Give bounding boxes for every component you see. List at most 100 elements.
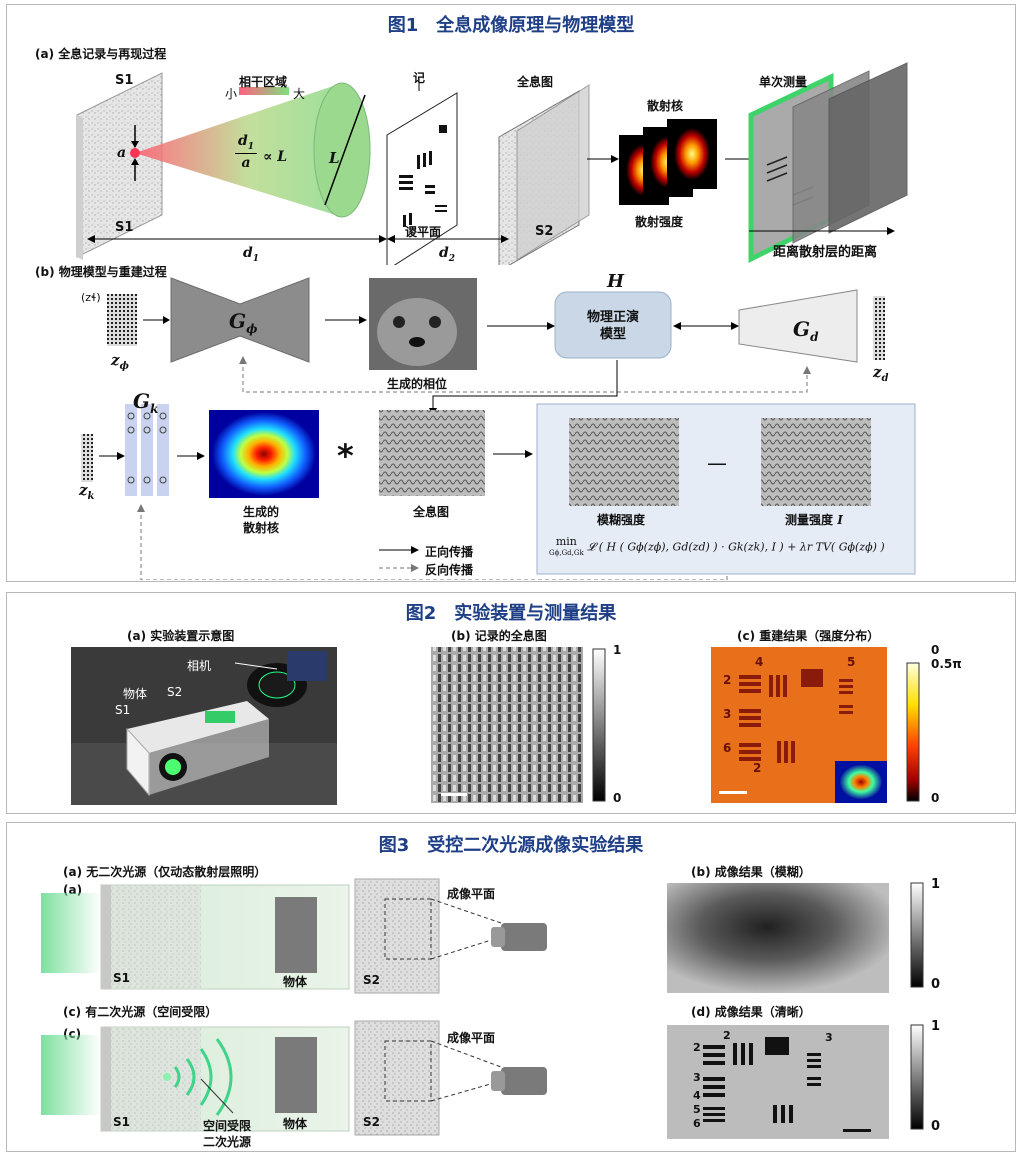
intensity-label: 散射强度	[635, 215, 684, 229]
recorded-hologram-image	[431, 647, 583, 803]
s2-label: S2	[535, 224, 554, 239]
z-d-label: zd	[873, 363, 889, 384]
object-label: 物体	[123, 687, 148, 701]
d1-sym: d	[243, 245, 253, 261]
s2-photo-label: S2	[167, 685, 183, 699]
d1-sub: 1	[252, 253, 260, 264]
fig3-plane-c: 成像平面	[447, 1031, 496, 1045]
fig3-d-cb-min: 0	[931, 1119, 941, 1134]
fig3-num-4: 4	[693, 1089, 701, 1102]
ratio-a: a	[241, 154, 251, 171]
secondary-source-waves	[173, 1038, 233, 1116]
fig3-s2-c: S2	[363, 1115, 380, 1129]
z-d-sub: d	[881, 373, 889, 384]
target-num-2a: 2	[723, 673, 732, 687]
ji-label: 记	[413, 71, 426, 85]
g-k-sub: k	[150, 402, 159, 416]
figure-3-title: 图3 受控二次光源成像实验结果	[378, 835, 644, 856]
object-c	[275, 1037, 317, 1113]
generated-phase-label: 生成的相位	[387, 377, 448, 391]
fig3-object-c: 物体	[283, 1117, 308, 1131]
clear-result-bars	[703, 1043, 883, 1133]
fig3-num-2b: 2	[723, 1029, 731, 1042]
fig3-num-2: 2	[693, 1041, 701, 1054]
s2-plate-c	[354, 1020, 440, 1136]
fig3-s1-a: S1	[113, 971, 130, 985]
forward-label: 正向传播	[425, 545, 474, 559]
object-a	[275, 897, 317, 973]
loss-min-sub: Gϕ,Gd,Gk	[549, 549, 584, 557]
figure-3-panel: 图3 受控二次光源成像实验结果 (a) 无二次光源（仅动态散射层照明） (c) …	[6, 822, 1016, 1152]
g-k-network	[125, 404, 169, 496]
measured-text: 测量强度	[785, 513, 834, 527]
fig3-num-3b: 3	[825, 1031, 833, 1044]
fig2-c-cb-top: 0	[931, 643, 940, 657]
fig3-b-colorbar	[910, 882, 924, 988]
d2-label: d2	[439, 245, 455, 264]
kernel-stack	[619, 119, 717, 205]
fig2-graphics	[71, 647, 920, 805]
blurred-intensity-image	[569, 418, 679, 506]
z-d-bar	[873, 296, 885, 360]
fig1-b-diagram	[81, 277, 916, 580]
backward-label: 反向传播	[425, 563, 474, 577]
g-phi-sym: G	[229, 309, 247, 333]
minus-sign: —	[707, 451, 727, 475]
reconstruction-bars	[729, 675, 879, 785]
target-num-4a: 4	[755, 655, 764, 669]
z-k-sub: k	[87, 491, 95, 502]
d2-sym: d	[439, 245, 449, 261]
fig2-b-cb-min: 0	[613, 791, 622, 805]
convolution-symbol: *	[337, 437, 354, 475]
glow-source-a	[41, 893, 101, 973]
fig1-b-label: (b) 物理模型与重建过程	[35, 265, 167, 279]
physics-model-box	[554, 291, 672, 359]
measured-sym: I	[837, 513, 843, 527]
gen-kernel-label-1: 生成的	[243, 505, 280, 519]
fig2-c-colorbar	[906, 662, 920, 802]
g-phi-label: Gϕ	[229, 309, 257, 336]
fig3-d-label: (d) 成像结果（清晰）	[691, 1005, 811, 1019]
fig2-c-cb-min: 0	[931, 791, 940, 805]
fig3-b-cb-min: 0	[931, 977, 941, 992]
z-k-bar	[81, 434, 93, 482]
target-plane-label: 谡平面	[405, 225, 442, 239]
loss-min: min	[555, 535, 577, 548]
loss-formula: min Gϕ,Gd,Gk 𝓛 ( H ( Gϕ(zϕ), Gd(zd) ) · …	[549, 535, 885, 558]
z-phi-sym: z	[111, 351, 120, 369]
kernel-label: 散射核	[647, 99, 684, 113]
hologram-b-label: 全息图	[413, 505, 450, 519]
measured-intensity-image	[761, 418, 871, 506]
ratio-formula: d1 a	[235, 133, 257, 171]
s1-photo-label: S1	[115, 703, 131, 717]
fig3-num-5: 5	[693, 1103, 701, 1116]
fig3-num-3: 3	[693, 1071, 701, 1084]
fig3-object-a: 物体	[283, 975, 308, 989]
g-d-label: Gd	[793, 317, 818, 344]
target-num-6a: 6	[723, 741, 732, 755]
figure-1-panel: 图1 全息成像原理与物理模型 (a) 全息记录与再现过程	[6, 4, 1016, 582]
g-phi-sub: ϕ	[246, 322, 258, 336]
g-d-network	[738, 289, 858, 363]
fig2-a-label: (a) 实验装置示意图	[127, 629, 235, 643]
fig2-b-label: (b) 记录的全息图	[451, 629, 547, 643]
fig3-graphics	[41, 878, 924, 1139]
target-num-5a: 5	[847, 655, 856, 669]
fig3-d-cb-max: 1	[931, 1019, 941, 1034]
fig2-b-cb-max: 1	[613, 643, 622, 657]
d2-sub: 2	[448, 253, 456, 264]
L-symbol: L	[329, 149, 340, 167]
coherence-title: 相干区域	[239, 75, 288, 89]
figure-1-title: 图1 全息成像原理与物理模型	[387, 15, 635, 36]
aperture-spot	[130, 148, 140, 158]
g-k-label: Gk	[133, 389, 158, 416]
s2-plate-a	[354, 878, 440, 994]
z-d-sym: z	[873, 363, 882, 381]
H-label: H	[607, 271, 625, 292]
g-d-sub: d	[810, 330, 819, 344]
ratio-d-sub: 1	[247, 141, 255, 152]
g-d-sym: G	[793, 317, 811, 341]
fig2-b-colorbar	[592, 648, 606, 802]
fig3-c-label: (c) 有二次光源（空间受限）	[63, 1005, 218, 1019]
fig3-a-label: (a) 无二次光源（仅动态散射层照明）	[63, 865, 267, 879]
